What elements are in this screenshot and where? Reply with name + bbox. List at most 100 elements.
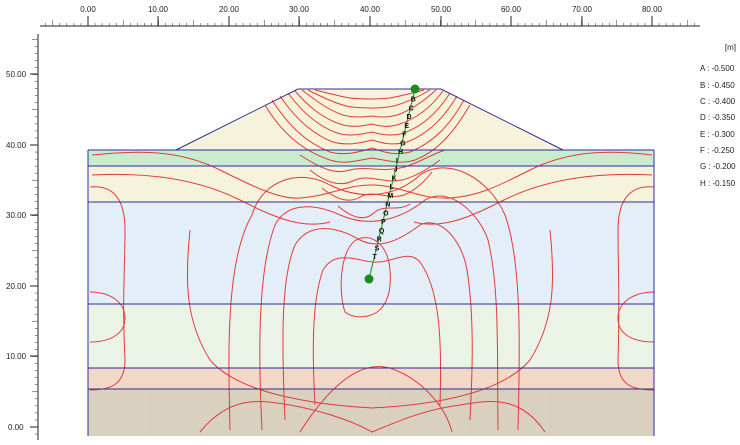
legend-item-g: G : -0.200 xyxy=(700,162,736,171)
x-tick-0: 0.00 xyxy=(80,5,96,26)
x-tick-label: 50.00 xyxy=(431,5,452,14)
contour-line xyxy=(337,203,411,219)
section-marker-t: T xyxy=(373,254,378,261)
x-tick-70: 70.00 xyxy=(572,5,593,26)
contour-line xyxy=(259,195,499,431)
section-marker-d: D xyxy=(406,114,411,121)
contour-line xyxy=(294,90,373,127)
contour-line xyxy=(371,90,444,127)
contour-line xyxy=(617,186,655,391)
y-tick-label: 10.00 xyxy=(6,352,27,361)
y-tick-40: 40.00 xyxy=(6,141,38,150)
section-marker-c: C xyxy=(409,105,414,112)
section-marker-p: P xyxy=(381,219,386,226)
contour-line xyxy=(91,151,653,199)
contour-line xyxy=(321,171,433,201)
contour-line xyxy=(282,222,473,421)
legend-item-h: H : -0.150 xyxy=(700,179,736,188)
contour-line xyxy=(312,255,442,406)
section-marker-m: M xyxy=(387,193,393,200)
section-marker-j: J xyxy=(394,167,398,174)
x-tick-50: 50.00 xyxy=(431,5,452,26)
y-tick-10: 10.00 xyxy=(6,352,38,361)
y-tick-label: 50.00 xyxy=(6,70,27,79)
soil-layer-bottom xyxy=(88,389,654,436)
legend-item-e: E : -0.300 xyxy=(700,130,735,139)
y-axis: 0.00 10.00 20.00 30.00 40.00 50.00 xyxy=(6,34,39,440)
x-tick-40: 40.00 xyxy=(360,5,381,26)
contour-line xyxy=(340,237,391,318)
contour-line xyxy=(299,149,446,173)
contour-line xyxy=(91,173,331,225)
legend: [m] A : -0.500 B : -0.450 C : -0.400 D :… xyxy=(700,43,736,188)
contour-line xyxy=(307,89,373,109)
embankment xyxy=(176,89,563,150)
contour-line xyxy=(371,99,465,155)
y-tick-label: 0.00 xyxy=(8,423,24,432)
contour-line xyxy=(279,95,373,145)
x-tick-80: 80.00 xyxy=(642,5,663,26)
contour-line xyxy=(228,167,520,431)
y-tick-50: 50.00 xyxy=(6,70,38,79)
section-marker-h: H xyxy=(398,149,403,156)
section-marker-q: Q xyxy=(379,228,385,235)
section-marker-r: R xyxy=(377,237,382,244)
y-tick-label: 40.00 xyxy=(6,141,27,150)
layer-boundaries xyxy=(87,88,655,436)
contour-line xyxy=(617,291,655,343)
x-tick-label: 60.00 xyxy=(501,5,522,14)
embankment-outline xyxy=(175,88,564,151)
x-tick-label: 10.00 xyxy=(148,5,169,14)
contour-line xyxy=(89,186,126,391)
section-marker-b: B xyxy=(411,97,416,104)
contour-line xyxy=(371,89,431,109)
y-axis-minor-ticks xyxy=(32,38,38,435)
section-line-path[interactable] xyxy=(368,88,416,280)
contour-line xyxy=(271,99,373,155)
section-end-point[interactable] xyxy=(364,274,374,284)
contour-line xyxy=(287,92,373,136)
legend-item-d: D : -0.350 xyxy=(700,113,736,122)
x-tick-label: 30.00 xyxy=(289,5,310,14)
legend-item-f: F : -0.250 xyxy=(700,146,735,155)
soil-layer-4 xyxy=(88,304,654,368)
contour-line xyxy=(309,159,441,185)
section-marker-k: K xyxy=(392,175,397,182)
x-tick-30: 30.00 xyxy=(289,5,310,26)
contour-line xyxy=(371,104,471,163)
section-marker-g: G xyxy=(400,140,406,147)
contour-line xyxy=(314,89,373,100)
x-tick-label: 0.00 xyxy=(80,5,96,14)
y-tick-0: 0.00 xyxy=(8,423,38,432)
legend-item-c: C : -0.400 xyxy=(700,97,736,106)
soil-layer-5 xyxy=(88,368,654,389)
legend-item-b: B : -0.450 xyxy=(700,81,735,90)
x-tick-20: 20.00 xyxy=(219,5,240,26)
contour-line xyxy=(89,291,126,343)
section-marker-e: E xyxy=(404,123,409,130)
section-marker-o: O xyxy=(383,210,389,217)
x-axis: 0.00 10.00 20.00 30.00 40.00 50.00 60.00… xyxy=(40,5,700,27)
contour-line xyxy=(199,401,546,433)
y-tick-label: 30.00 xyxy=(6,211,27,220)
section-marker-i: I xyxy=(396,158,398,165)
section-marker-s: S xyxy=(375,245,380,252)
section-start-point[interactable] xyxy=(410,84,420,94)
displacement-contours xyxy=(89,89,655,433)
bottom-layer-hatching xyxy=(149,392,551,434)
x-tick-10: 10.00 xyxy=(148,5,169,26)
legend-item-a: A : -0.500 xyxy=(700,64,735,73)
x-tick-label: 20.00 xyxy=(219,5,240,14)
section-marker-n: N xyxy=(385,202,390,209)
contour-line xyxy=(301,89,373,118)
contour-line xyxy=(264,104,373,163)
y-tick-label: 20.00 xyxy=(6,282,27,291)
section-marker-f: F xyxy=(402,132,407,139)
legend-unit: [m] xyxy=(725,43,736,52)
x-tick-label: 80.00 xyxy=(642,5,663,14)
contour-line xyxy=(413,173,653,225)
contour-line xyxy=(371,89,437,118)
